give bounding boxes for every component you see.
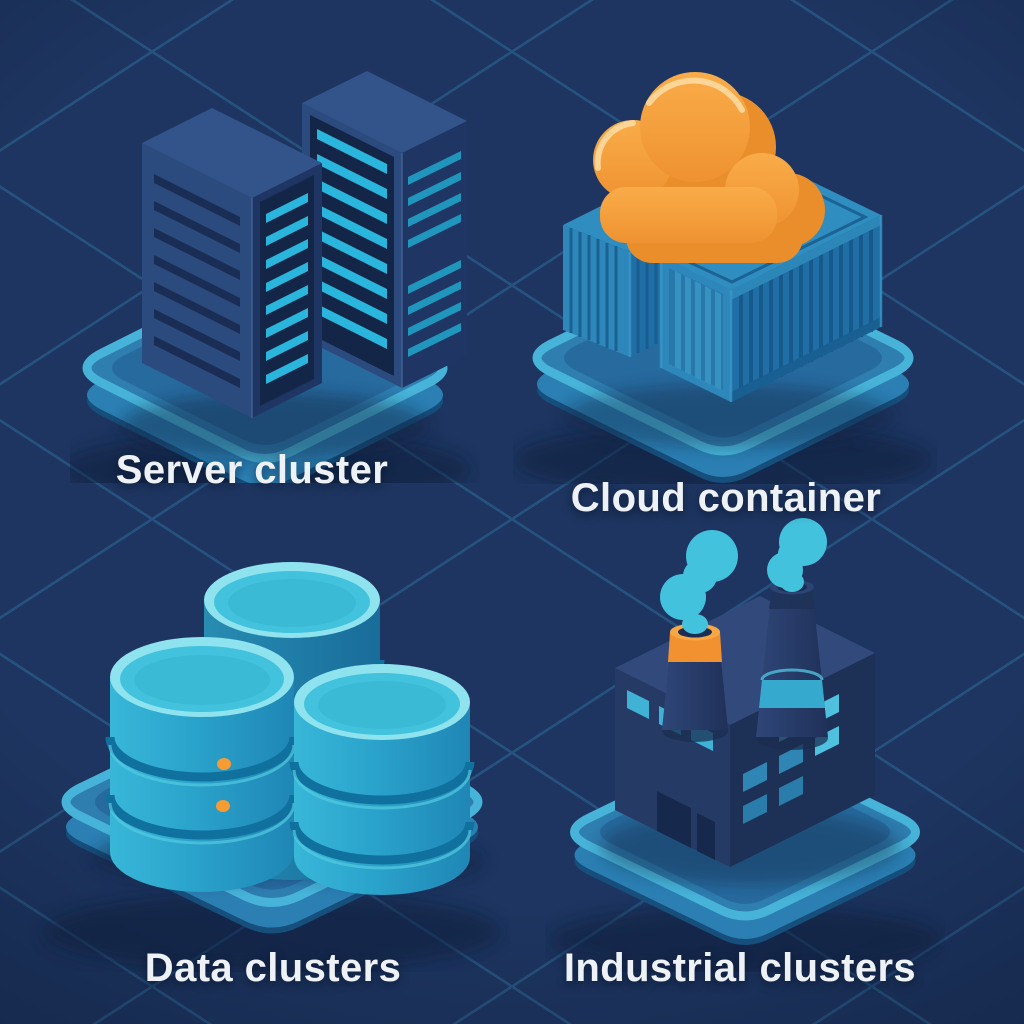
industrial-clusters-label: Industrial clusters (563, 946, 917, 990)
cloud-face (593, 72, 799, 243)
server-cluster-icon (60, 71, 470, 508)
corrugation-ribs (569, 228, 618, 351)
cloud-highlight (594, 77, 745, 171)
status-led (217, 758, 231, 770)
cloud-container-icon (515, 72, 931, 496)
windows-right-face-mid (743, 744, 803, 792)
database-cluster-icon (44, 562, 500, 972)
data-clusters-label: Data clusters (144, 946, 402, 990)
db-stack-right (289, 664, 475, 895)
card-cloud-container (513, 28, 937, 496)
factory-doors (657, 791, 715, 860)
card-industrial-clusters (545, 512, 945, 974)
smoke-puffs (660, 518, 827, 634)
led-vents (317, 129, 387, 349)
door-ribs (675, 271, 721, 390)
windows-right-face-low (743, 776, 803, 824)
vent-slits (154, 174, 240, 388)
server-tower-right (302, 71, 467, 388)
db-stack-left (105, 637, 299, 892)
cloud-icon (593, 72, 825, 263)
container-shadow (563, 384, 893, 448)
corrugation-ribs (739, 220, 873, 397)
server-cluster-label: Server cluster (115, 448, 389, 492)
smokestack-left (662, 623, 728, 730)
shipping-container-right (659, 181, 883, 402)
card-data-clusters (30, 512, 510, 972)
tower-shadow (120, 392, 430, 460)
cloud-container-label: Cloud container (570, 476, 882, 520)
orange-collar (668, 632, 722, 662)
server-tower-left (142, 108, 322, 418)
cyan-collar (759, 680, 825, 708)
card-server-cluster (60, 38, 480, 508)
status-led (216, 800, 230, 812)
factory-icon (550, 518, 940, 974)
